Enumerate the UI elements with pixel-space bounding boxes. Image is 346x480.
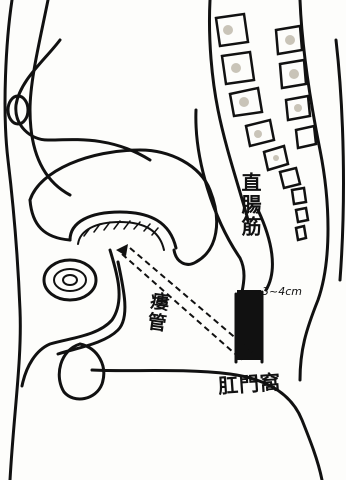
rectum-label: 直腸筋 bbox=[240, 172, 260, 238]
prostate-core bbox=[63, 275, 77, 285]
disc-4 bbox=[296, 126, 316, 148]
anal-canal-fill bbox=[237, 290, 261, 360]
bladder-floor bbox=[30, 200, 70, 240]
prostate bbox=[44, 260, 96, 300]
urethra bbox=[22, 250, 119, 386]
spine-outer bbox=[336, 40, 343, 280]
vertebra-7 bbox=[292, 188, 306, 204]
vertebra-6 bbox=[280, 168, 300, 188]
fistula-label: 瘻管 bbox=[144, 290, 169, 334]
prostate-inner bbox=[54, 269, 86, 291]
vertebra-9 bbox=[296, 226, 306, 240]
seminal-tube-inner bbox=[78, 222, 164, 250]
vertebra-8 bbox=[296, 208, 308, 222]
rectum-wall-left bbox=[196, 110, 244, 292]
perineum bbox=[92, 370, 322, 480]
fistula-track-1 bbox=[122, 254, 242, 360]
seminal-tube-hatch bbox=[84, 221, 158, 236]
left-body-contour bbox=[5, 0, 20, 480]
anal-fossa-label: 肛門窩 bbox=[217, 372, 281, 396]
measure-label: 3~4cm bbox=[262, 286, 302, 297]
